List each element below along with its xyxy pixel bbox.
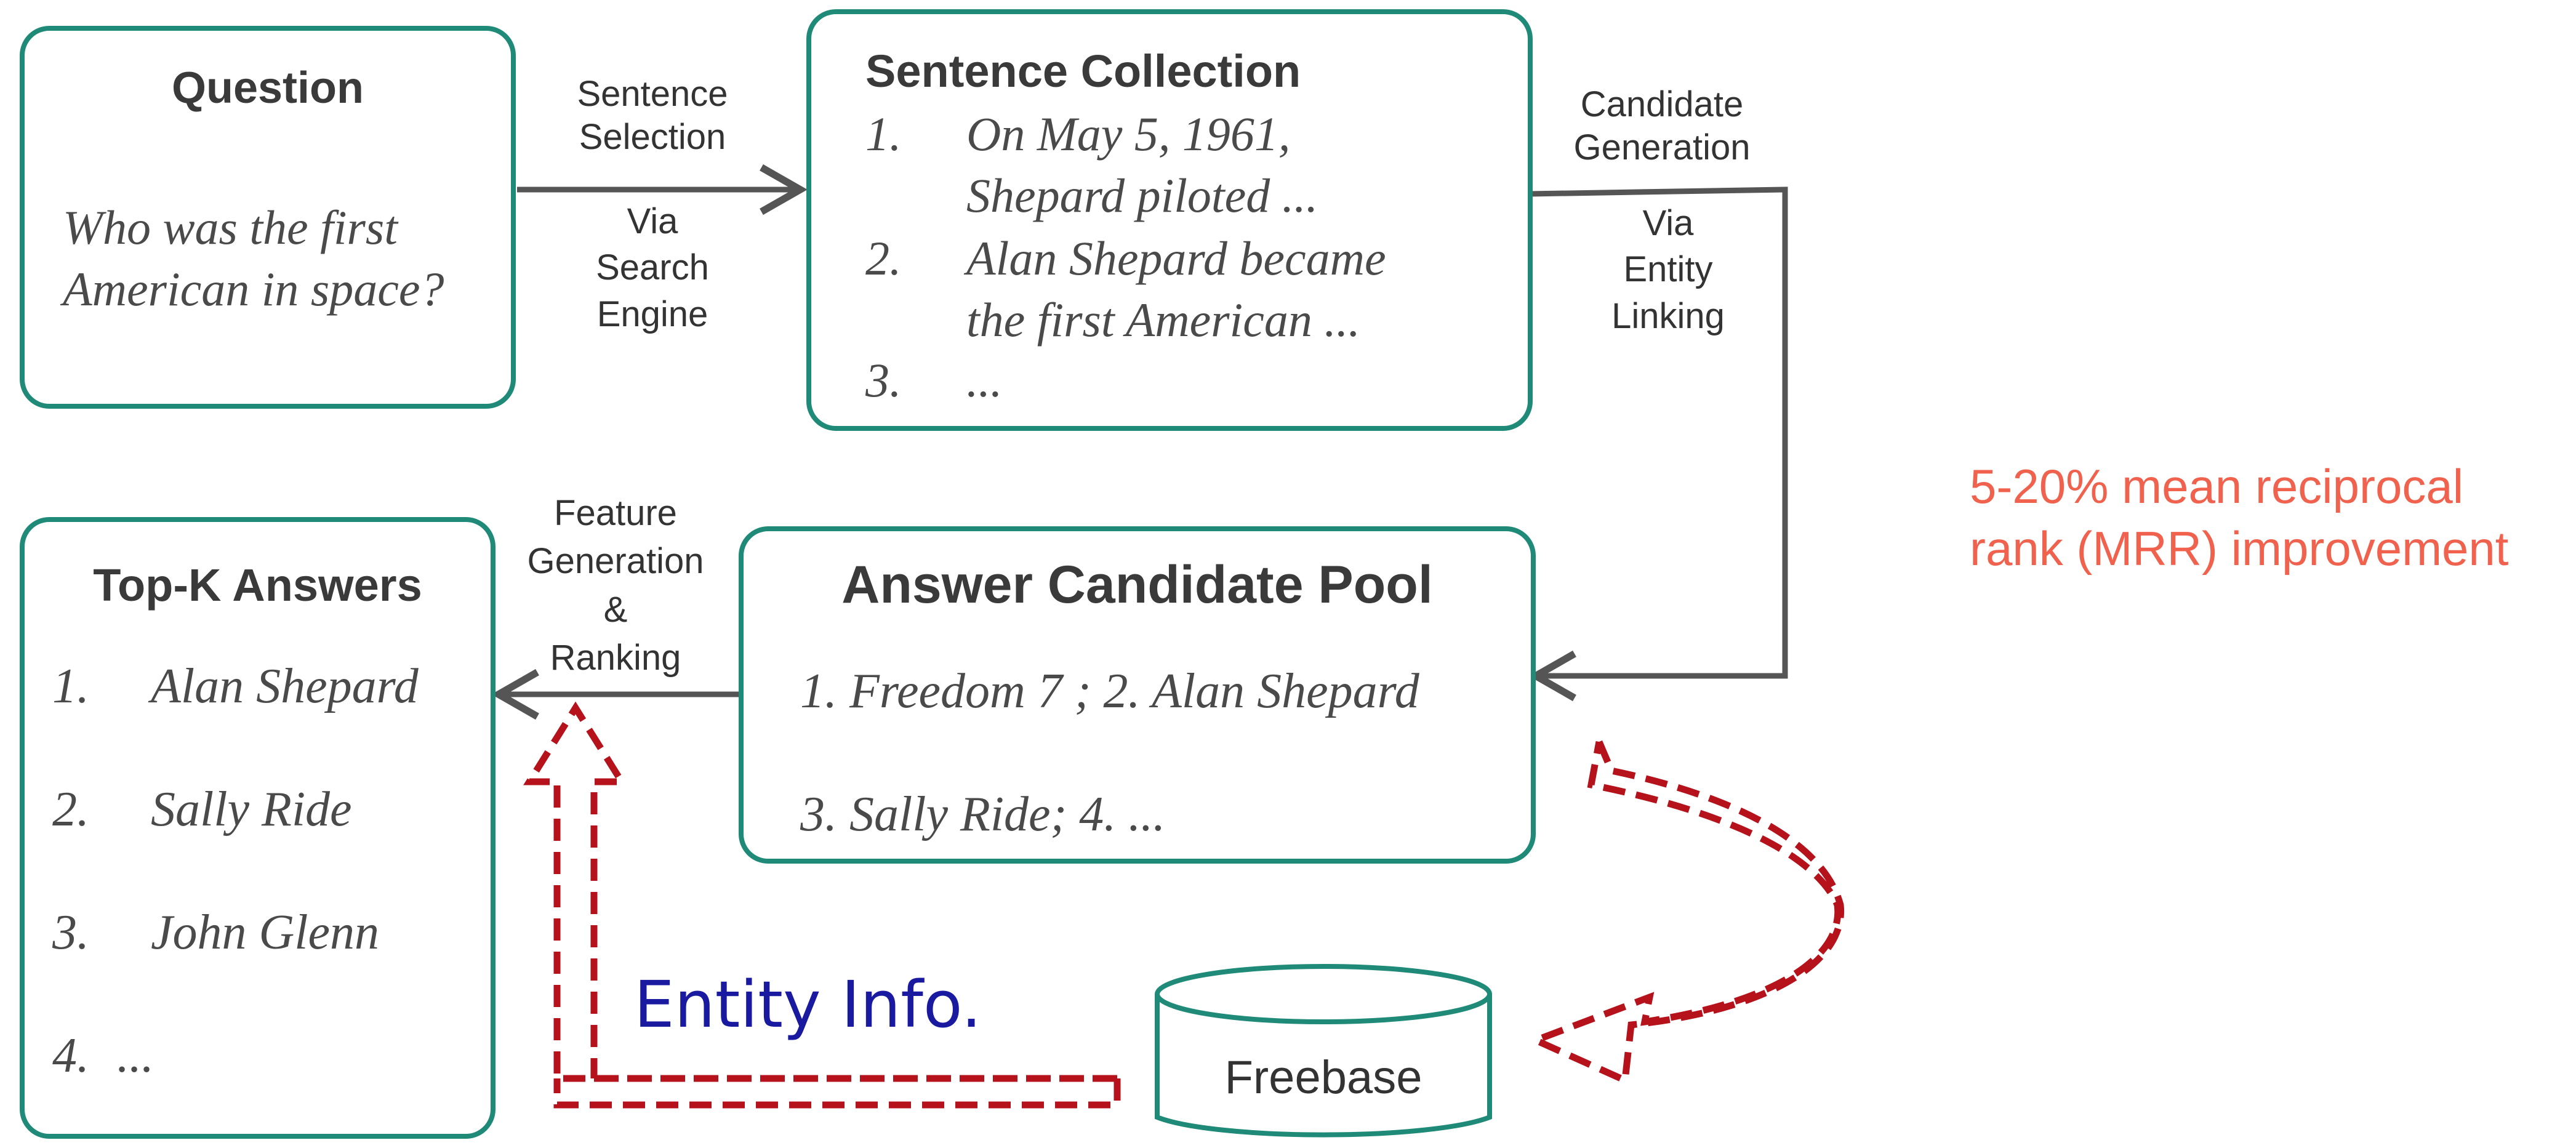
sentence-item-3-num: 3.: [865, 353, 902, 407]
dashed-arrow-entity-info: [523, 701, 1121, 1109]
arrow-candidate-generation: [1528, 187, 1788, 702]
candidate-generation-via-line-2: Entity: [1623, 249, 1713, 290]
answer-pool-line-1: 1. Freedom 7 ; 2. Alan Shepard: [800, 664, 1419, 718]
sentence-selection-via-line-2: Search: [596, 247, 709, 288]
sentence-selection-via-line-3: Engine: [596, 294, 708, 334]
top-k-item-2-num: 2.: [52, 782, 89, 837]
sentence-selection-label: Sentence Selection: [542, 73, 763, 158]
top-k-item-4-num: 4.: [52, 1029, 89, 1083]
candidate-generation-label: Candidate Generation: [1539, 83, 1785, 169]
top-k-item-1-num: 1.: [52, 659, 89, 713]
mrr-annotation: 5-20% mean reciprocal rank (MRR) improve…: [1970, 456, 2508, 580]
sentence-item-1-line-1: On May 5, 1961,: [966, 107, 1291, 161]
sentence-selection-via-line-1: Via: [627, 201, 678, 241]
feature-generation-label-line-4: Ranking: [550, 637, 681, 678]
sentence-collection-box: Sentence Collection 1. On May 5, 1961, S…: [806, 9, 1533, 431]
top-k-item-1-text: Alan Shepard: [151, 659, 419, 713]
answer-candidate-pool-box: Answer Candidate Pool 1. Freedom 7 ; 2. …: [739, 526, 1536, 864]
feature-generation-label-line-1: Feature: [554, 493, 677, 533]
top-k-item-3-text: John Glenn: [151, 905, 380, 960]
freebase-cylinder: [1155, 964, 1492, 1138]
sentence-item-3-line-1: ...: [966, 353, 1003, 407]
top-k-item-4-text: ...: [117, 1029, 154, 1083]
question-box: Question Who was the first American in s…: [20, 26, 516, 409]
candidate-generation-label-line-2: Generation: [1573, 127, 1751, 167]
candidate-generation-via-line-1: Via: [1642, 203, 1694, 243]
top-k-item-3-num: 3.: [52, 905, 89, 960]
question-text-line-2: American in space?: [63, 262, 444, 316]
feature-generation-label-line-2: Generation: [527, 541, 704, 582]
question-text-line-1: Who was the first: [63, 201, 398, 254]
sentence-selection-label-line-1: Sentence: [577, 74, 728, 114]
candidate-generation-label-line-1: Candidate: [1580, 84, 1744, 124]
sentence-selection-via: Via Search Engine: [542, 198, 763, 337]
sentence-item-2-num: 2.: [865, 231, 902, 285]
top-k-title: Top-K Answers: [93, 560, 422, 611]
mrr-annotation-line-1: 5-20% mean reciprocal: [1970, 459, 2464, 513]
answer-pool-title: Answer Candidate Pool: [841, 555, 1433, 614]
question-title: Question: [171, 63, 364, 113]
sentence-item-2-line-1: Alan Shepard became: [966, 231, 1386, 285]
freebase-label: Freebase: [1224, 1051, 1422, 1104]
sentence-collection-title: Sentence Collection: [865, 46, 1301, 97]
feature-generation-label: Feature Generation & Ranking: [505, 489, 726, 682]
entity-info-label: Entity Info.: [634, 967, 982, 1042]
feature-generation-label-line-3: &: [603, 589, 628, 630]
sentence-item-1-line-2: Shepard piloted ...: [966, 169, 1318, 222]
sentence-item-2-line-2: the first American ...: [966, 293, 1360, 347]
mrr-annotation-line-2: rank (MRR) improvement: [1970, 521, 2509, 576]
sentence-item-1-num: 1.: [865, 107, 902, 161]
answer-pool-line-2: 3. Sally Ride; 4. ...: [800, 787, 1166, 841]
top-k-answers-box: Top-K Answers 1. Alan Shepard 2. Sally R…: [20, 517, 496, 1139]
sentence-selection-label-line-2: Selection: [579, 116, 726, 157]
candidate-generation-via-line-3: Linking: [1611, 295, 1725, 336]
dashed-arrow-to-freebase: [1527, 740, 1845, 1086]
candidate-generation-via: Via Entity Linking: [1539, 200, 1797, 339]
top-k-item-2-text: Sally Ride: [151, 782, 352, 837]
